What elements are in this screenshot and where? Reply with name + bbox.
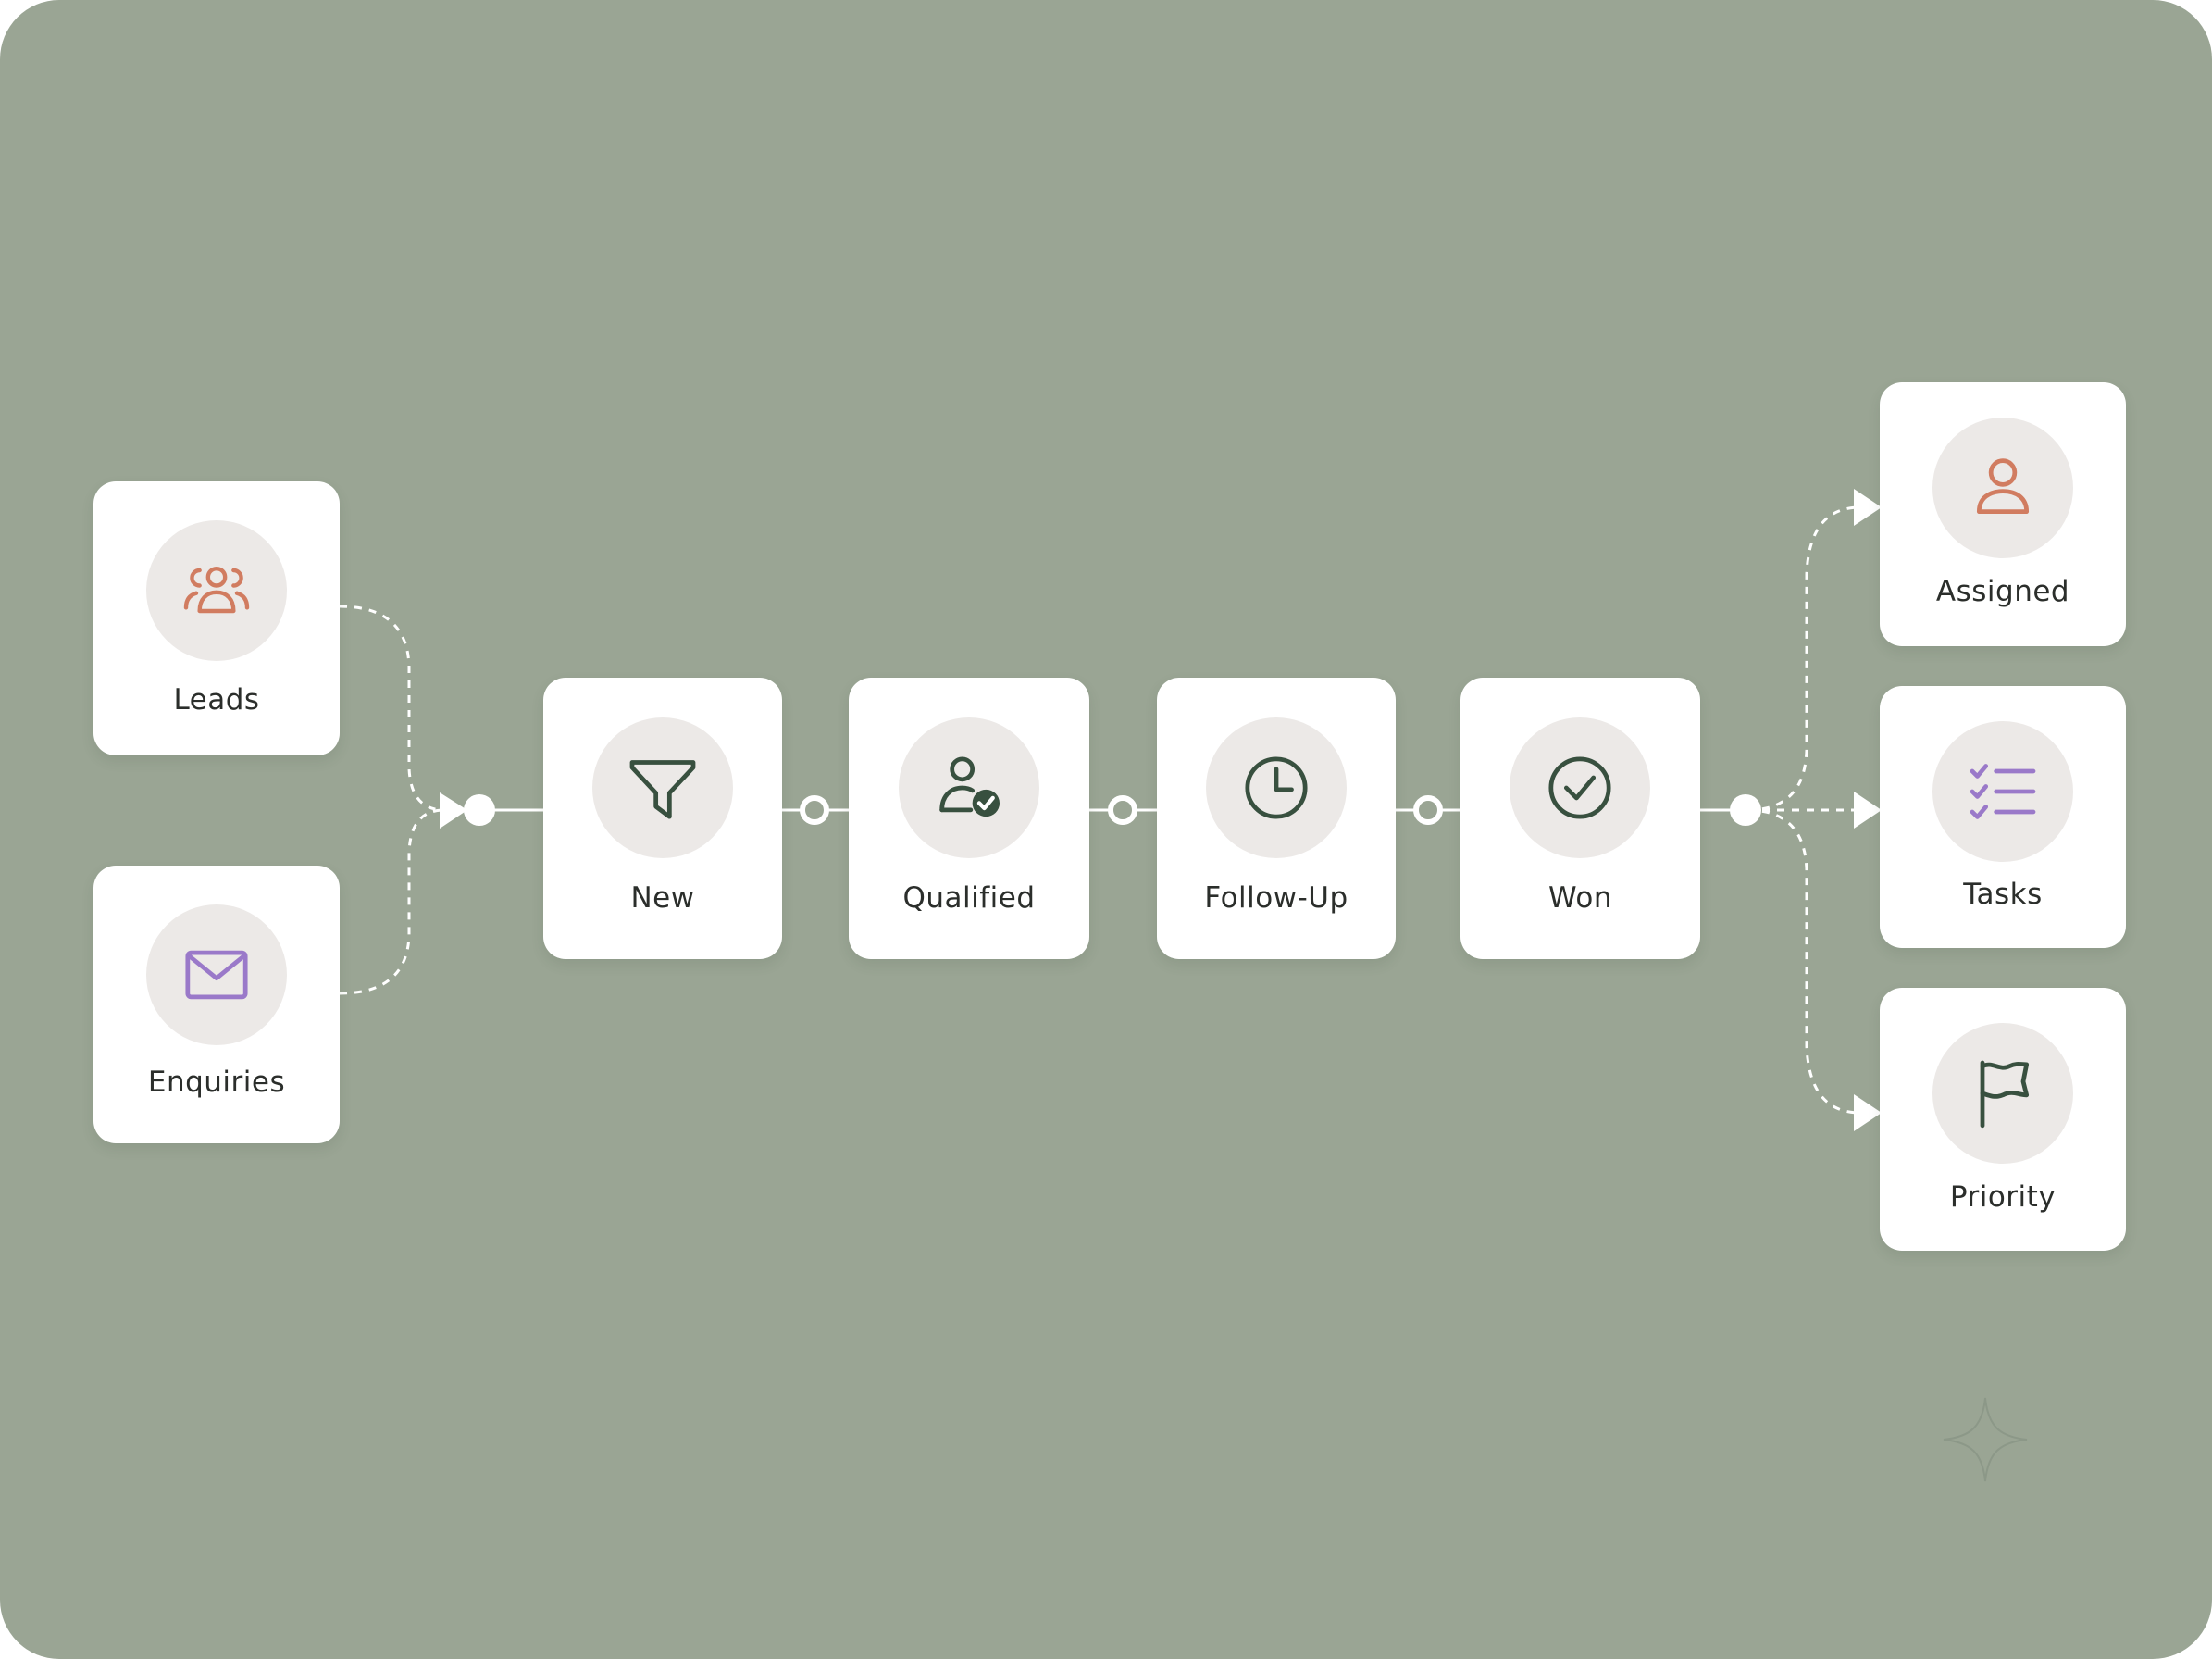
stage-node-3: [1413, 795, 1443, 825]
user-check-icon: [939, 756, 1000, 817]
stage-node-2: [1108, 795, 1137, 825]
user-icon: [1976, 458, 2030, 515]
icon-circle: [146, 520, 287, 661]
icon-circle: [1932, 418, 2073, 558]
flag-icon: [1980, 1060, 2030, 1129]
stage-card-follow-up[interactable]: Follow-Up: [1157, 678, 1396, 959]
card-label: Follow-Up: [1204, 881, 1348, 915]
card-label: Leads: [173, 683, 260, 717]
clock-icon: [1245, 756, 1308, 819]
stage-card-won[interactable]: Won: [1460, 678, 1700, 959]
outcome-card-tasks[interactable]: Tasks: [1880, 686, 2126, 948]
icon-circle: [1932, 1023, 2073, 1164]
sparkle-icon: [1943, 1397, 2028, 1482]
icon-circle: [1932, 721, 2073, 862]
card-label: Priority: [1949, 1180, 2057, 1214]
leads-connector: [339, 605, 445, 812]
icon-circle: [1206, 717, 1347, 858]
card-label: Tasks: [1963, 878, 2043, 911]
source-card-leads[interactable]: Leads: [93, 481, 340, 755]
assigned-arrowhead: [1854, 489, 1882, 526]
icon-circle: [592, 717, 733, 858]
stage-card-new[interactable]: New: [543, 678, 782, 959]
icon-circle: [146, 904, 287, 1045]
merge-node: [464, 794, 495, 826]
check-circle-icon: [1548, 756, 1611, 819]
card-label: New: [630, 881, 695, 915]
stage-card-qualified[interactable]: Qualified: [849, 678, 1089, 959]
priority-connector: [1746, 808, 1861, 1115]
icon-circle: [1510, 717, 1650, 858]
icon-circle: [899, 717, 1039, 858]
assigned-connector: [1746, 505, 1861, 812]
envelope-icon: [185, 950, 248, 1000]
stage-node-1: [800, 795, 829, 825]
tasks-arrowhead: [1854, 792, 1882, 829]
card-label: Enquiries: [147, 1066, 286, 1099]
funnel-icon: [629, 760, 696, 819]
outcome-card-priority[interactable]: Priority: [1880, 988, 2126, 1251]
source-card-enquiries[interactable]: Enquiries: [93, 866, 340, 1143]
enquiries-connector: [339, 808, 445, 995]
split-node: [1730, 794, 1761, 826]
card-label: Assigned: [1935, 575, 2070, 608]
outcome-card-assigned[interactable]: Assigned: [1880, 382, 2126, 646]
merge-arrowhead: [440, 792, 467, 829]
users-group-icon: [183, 566, 250, 614]
card-label: Won: [1548, 881, 1612, 915]
priority-arrowhead: [1854, 1094, 1882, 1131]
card-label: Qualified: [902, 881, 1036, 915]
checklist-icon: [1970, 764, 2036, 819]
